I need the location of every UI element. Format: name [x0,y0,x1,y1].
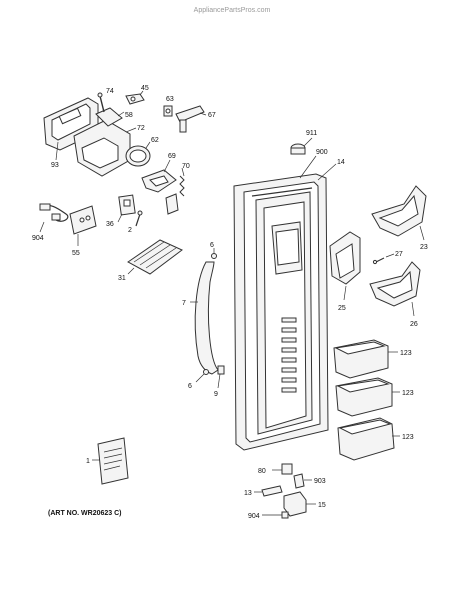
clip-part[interactable] [125,93,145,105]
callout-2: 2 [128,227,132,234]
lower-bin-part[interactable] [369,261,421,307]
hinge-shim-part[interactable] [281,511,289,519]
manual-part[interactable] [97,437,129,485]
callout-72: 72 [137,125,145,132]
drip-grille-part[interactable] [127,239,183,275]
spring-part[interactable] [165,175,185,215]
callout-70: 70 [182,163,190,170]
door-shelf-1-part[interactable] [333,339,389,379]
callout-31: 31 [118,275,126,282]
screw-part[interactable] [135,210,143,227]
callout-6-bottom: 6 [188,383,192,390]
fitting-part[interactable] [163,105,173,117]
callout-69: 69 [168,153,176,160]
callout-63: 63 [166,96,174,103]
callout-27: 27 [395,251,403,258]
switch-part[interactable] [118,194,136,216]
control-board-part[interactable] [69,205,97,235]
callout-13: 13 [244,490,252,497]
callout-23: 23 [420,244,428,251]
pin-part[interactable] [97,92,105,113]
callout-904-bottom: 904 [248,513,260,520]
callout-911: 911 [306,130,317,137]
freezer-door-part[interactable] [233,173,329,451]
bin-screw-part[interactable] [372,257,385,265]
callout-15: 15 [318,502,326,509]
hinge-pin-part[interactable] [261,485,283,497]
callout-1: 1 [86,458,90,465]
callout-6-top: 6 [210,242,214,249]
actuator-part[interactable] [141,169,177,193]
callout-903: 903 [314,478,326,485]
callout-62: 62 [151,137,159,144]
callout-904-top: 904 [32,235,44,242]
handle-screw-top-part[interactable] [211,253,217,259]
cap-part[interactable] [290,143,306,155]
dispenser-bracket-part[interactable] [329,231,361,285]
door-shelf-2-part[interactable] [335,377,393,417]
ring-part[interactable] [125,145,151,167]
cam-part[interactable] [293,473,305,489]
dispenser-housing-part[interactable] [73,107,131,177]
callout-14: 14 [337,159,345,166]
callout-25: 25 [338,305,346,312]
door-shelf-3-part[interactable] [337,417,395,461]
callout-123-top: 123 [400,350,412,357]
callout-55: 55 [72,250,80,257]
callout-93: 93 [51,162,59,169]
callout-26: 26 [410,321,418,328]
wire-harness-part[interactable] [39,203,69,222]
callout-123-middle: 123 [402,390,414,397]
watermark: AppliancePartsPros.com [194,7,271,14]
callout-9: 9 [214,391,218,398]
top-bin-part[interactable] [371,185,427,237]
hinge-part[interactable] [283,491,307,517]
plug-part[interactable] [217,365,225,375]
callout-45: 45 [141,85,149,92]
callout-123-bottom: 123 [402,434,414,441]
callout-36: 36 [106,221,114,228]
callout-58: 58 [125,112,133,119]
door-gasket-part[interactable] [251,187,313,197]
callout-7: 7 [182,300,186,307]
handle-screw-bottom-part[interactable] [203,369,209,375]
bushing-part[interactable] [281,463,293,475]
bracket-part[interactable] [175,105,205,133]
door-handle-part[interactable] [194,261,219,375]
callout-67: 67 [208,112,216,119]
door-vent-slots [281,317,297,393]
callout-900: 900 [316,149,328,156]
callout-74: 74 [106,88,114,95]
art-number: (ART NO. WR20623 C) [48,510,122,517]
callout-80: 80 [258,468,266,475]
